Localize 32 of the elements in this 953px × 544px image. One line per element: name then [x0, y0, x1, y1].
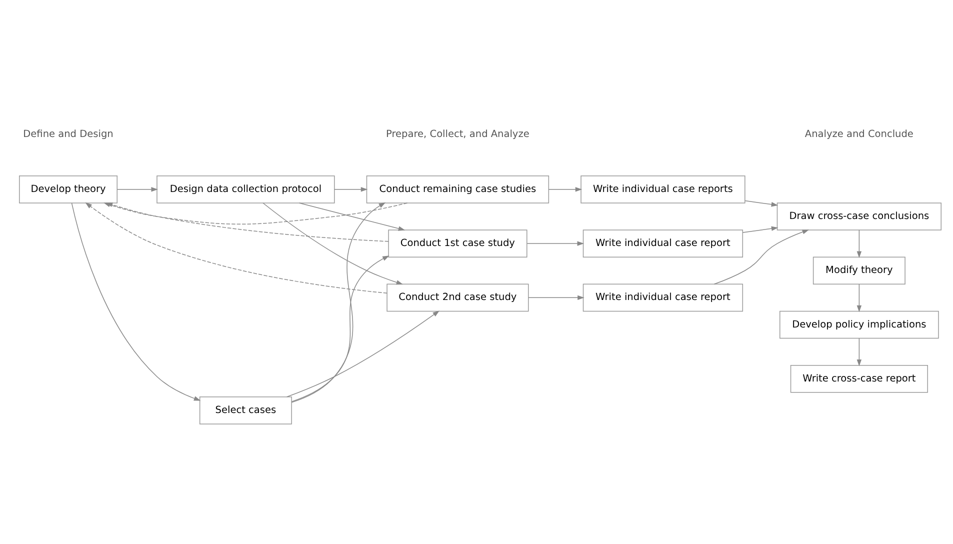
node-box: Write cross-case report [790, 364, 928, 392]
node-box: Design data collection protocol [156, 175, 335, 203]
arrow [526, 240, 584, 246]
arrow [262, 202, 404, 284]
arrow [116, 186, 158, 192]
node-box: Write individual case report [582, 229, 744, 257]
node-box: Develop policy implications [779, 310, 939, 338]
node-box: Conduct 2nd case study [386, 283, 529, 312]
arrow [856, 229, 862, 258]
arrow [286, 310, 440, 397]
node-box: Write individual case reports [580, 175, 746, 203]
arrow [548, 186, 582, 192]
arrow [528, 294, 584, 300]
node-box: Write individual case report [582, 283, 744, 312]
node-box: Conduct remaining case studies [366, 175, 550, 203]
node-box: Develop theory [19, 175, 118, 203]
node-box: Conduct 1st case study [388, 229, 528, 257]
arrow [334, 186, 368, 192]
arrow [742, 226, 778, 232]
label: Analyze and Conclude [804, 128, 914, 140]
arrow [744, 200, 778, 206]
label: Define and Design [23, 128, 114, 140]
arrow [856, 283, 862, 312]
arrow [291, 255, 390, 402]
label: Prepare, Collect, and Analyze [386, 128, 530, 140]
arrow [298, 202, 406, 230]
node-box: Draw cross-case conclusions [776, 202, 942, 230]
node-box: Select cases [199, 396, 292, 424]
arrow [856, 337, 862, 366]
arrow [714, 229, 810, 284]
arrow [291, 202, 386, 402]
node-box: Modify theory [812, 256, 906, 284]
